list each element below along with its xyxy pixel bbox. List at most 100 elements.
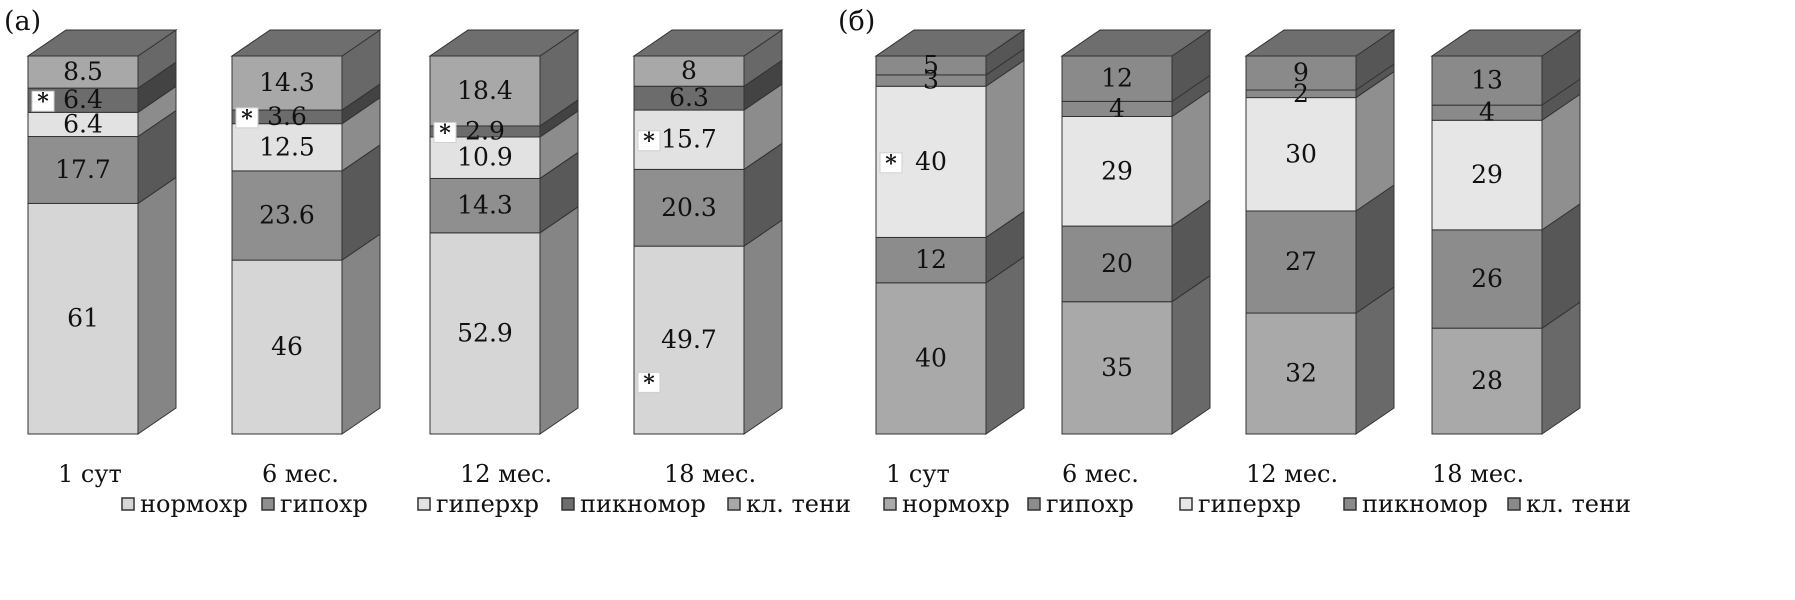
data-label: 29 [1101, 156, 1133, 185]
data-label: 46 [271, 332, 303, 361]
bar-segment [1431, 119, 1543, 231]
bar-segment [875, 85, 987, 238]
bar-segment [1061, 115, 1173, 227]
data-label: 30 [1285, 139, 1317, 168]
svg-text:*: * [885, 151, 897, 177]
legend-label: гиперхр [436, 490, 539, 518]
data-label: 28 [1471, 366, 1503, 395]
legend-label: нормохр [902, 490, 1010, 518]
data-label: 2.9 [465, 116, 505, 145]
significance-marker: * [31, 89, 55, 115]
legend-item: гипохр [261, 490, 368, 518]
bar-segment [1245, 97, 1357, 212]
panel-label: (а) [4, 6, 41, 37]
data-label: 6.4 [63, 109, 103, 138]
bar-segment [231, 123, 343, 172]
data-label: 23.6 [259, 201, 315, 230]
data-label: 14.3 [457, 191, 513, 220]
legend: нормохр гипохр гиперхр пикномор кл. тени [883, 490, 1631, 518]
bar-segment [1245, 55, 1357, 91]
significance-marker: * [235, 106, 259, 132]
svg-text:*: * [37, 89, 49, 115]
x-tick-label: 6 мес. [1062, 460, 1139, 488]
data-label: 20 [1101, 249, 1133, 278]
panel-label: (б) [838, 6, 875, 37]
x-tick-label: 12 мес. [460, 460, 552, 488]
x-tick-label: 12 мес. [1246, 460, 1338, 488]
significance-marker: * [879, 151, 903, 177]
significance-marker: * [433, 120, 457, 146]
data-label: 10.9 [457, 143, 513, 172]
data-label: 14.3 [259, 68, 315, 97]
data-label: 15.7 [661, 125, 717, 154]
data-label: 18.4 [457, 76, 513, 105]
legend-item: нормохр [883, 490, 1010, 518]
bar-segment-side [1171, 274, 1211, 435]
bar-segment-side [985, 59, 1025, 239]
bar-top [874, 29, 1026, 57]
bar-top [1244, 29, 1396, 57]
data-label: 12 [1101, 64, 1133, 93]
data-label: 20.3 [661, 193, 717, 222]
legend-label: пикномор [580, 490, 706, 518]
bar-segment [1061, 301, 1173, 435]
data-label: 9 [1293, 58, 1309, 87]
x-tick-label: 1 сут [886, 460, 950, 488]
data-label: 35 [1101, 353, 1133, 382]
data-label: 8 [681, 56, 697, 85]
data-label: 6.4 [63, 85, 103, 114]
bar-segment [27, 136, 139, 204]
bar-top [632, 29, 784, 57]
legend-item: пикномор [1343, 490, 1488, 518]
svg-text:*: * [439, 120, 451, 146]
x-tick-label: 6 мес. [262, 460, 339, 488]
legend-item: кл. тени [1507, 490, 1631, 518]
bar-top [1430, 29, 1582, 57]
bar-stack: 49.7 20.3 15.7 6.38 * * [632, 29, 784, 435]
legend-item: гиперхр [417, 490, 539, 518]
legend-swatch [1027, 497, 1041, 511]
bar-segment [231, 55, 343, 111]
x-tick-label: 1 сут [58, 460, 122, 488]
bar-segment-side [137, 176, 177, 435]
bar-top [230, 29, 382, 57]
bar-segment [633, 55, 745, 87]
legend-item: гипохр [1027, 490, 1134, 518]
data-label: 40 [915, 147, 947, 176]
data-label: 13 [1471, 66, 1503, 95]
bar-segment [633, 168, 745, 247]
bar-segment [429, 232, 541, 435]
data-label: 12 [915, 245, 947, 274]
legend-item: гиперхр [1179, 490, 1301, 518]
legend-label: нормохр [140, 490, 248, 518]
data-label: 4 [1479, 98, 1495, 127]
data-label: 32 [1285, 359, 1317, 388]
significance-marker: * [637, 129, 661, 155]
svg-text:*: * [643, 129, 655, 155]
legend-swatch [1343, 497, 1357, 511]
bar-segment-side [985, 255, 1025, 435]
legend-label: гипохр [1046, 490, 1134, 518]
data-label: 5 [923, 50, 939, 79]
data-label: 3 [923, 66, 939, 95]
svg-text:*: * [241, 106, 253, 132]
data-label: 49.7 [661, 325, 717, 354]
legend-swatch [883, 497, 897, 511]
data-label: 61 [67, 304, 99, 333]
data-label: 6.3 [669, 83, 709, 112]
legend-item: кл. тени [727, 490, 851, 518]
legend-label: пикномор [1362, 490, 1488, 518]
legend-swatch [1179, 497, 1193, 511]
bar-segment [429, 55, 541, 127]
bar-stack: 52.914.310.92.918.4* [428, 29, 580, 435]
panel-b: (б)40124035*352029412322730292826294131 … [838, 6, 1631, 518]
significance-marker: * [637, 370, 661, 396]
bar-top [1060, 29, 1212, 57]
legend: нормохр гипохр гиперхр пикномор кл. тени [121, 490, 851, 518]
legend-item: пикномор [561, 490, 706, 518]
